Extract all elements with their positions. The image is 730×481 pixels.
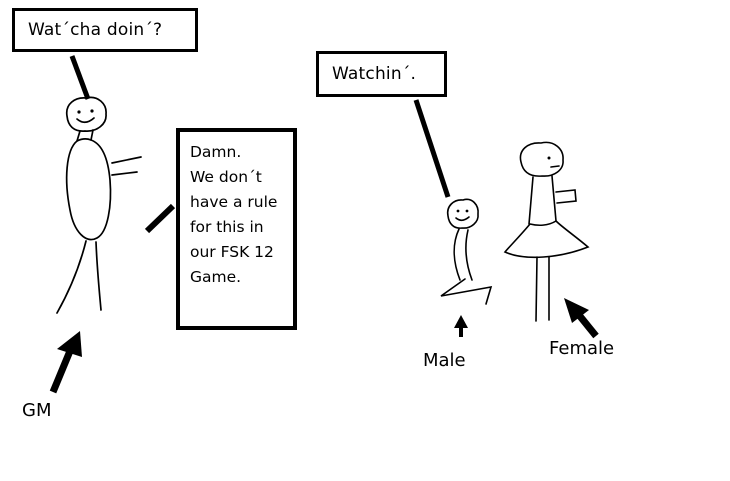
gm-figure-drawing <box>56 96 142 314</box>
rule-box-text: Damn. We don´t have a rule for this in o… <box>190 143 278 286</box>
female-label: Female <box>549 338 615 359</box>
gm-speech-text: Wat´cha doin´? <box>28 20 163 40</box>
gm-label: GM <box>22 400 52 421</box>
female-arrow <box>564 298 599 339</box>
male-label: Male <box>423 350 466 371</box>
male-speech-pointer-line <box>413 99 451 198</box>
male-figure-drawing <box>440 198 493 305</box>
rule-box: Damn. We don´t have a rule for this in o… <box>176 128 297 330</box>
male-arrow <box>454 315 468 337</box>
gm-speech-pointer-line <box>69 55 91 100</box>
female-figure-drawing <box>503 141 590 322</box>
male-speech-bubble: Watchin´. <box>316 51 447 97</box>
male-speech-text: Watchin´. <box>332 64 417 84</box>
gm-arrow <box>49 331 82 394</box>
rule-box-pointer-line <box>144 203 176 234</box>
gm-speech-bubble: Wat´cha doin´? <box>12 8 198 52</box>
